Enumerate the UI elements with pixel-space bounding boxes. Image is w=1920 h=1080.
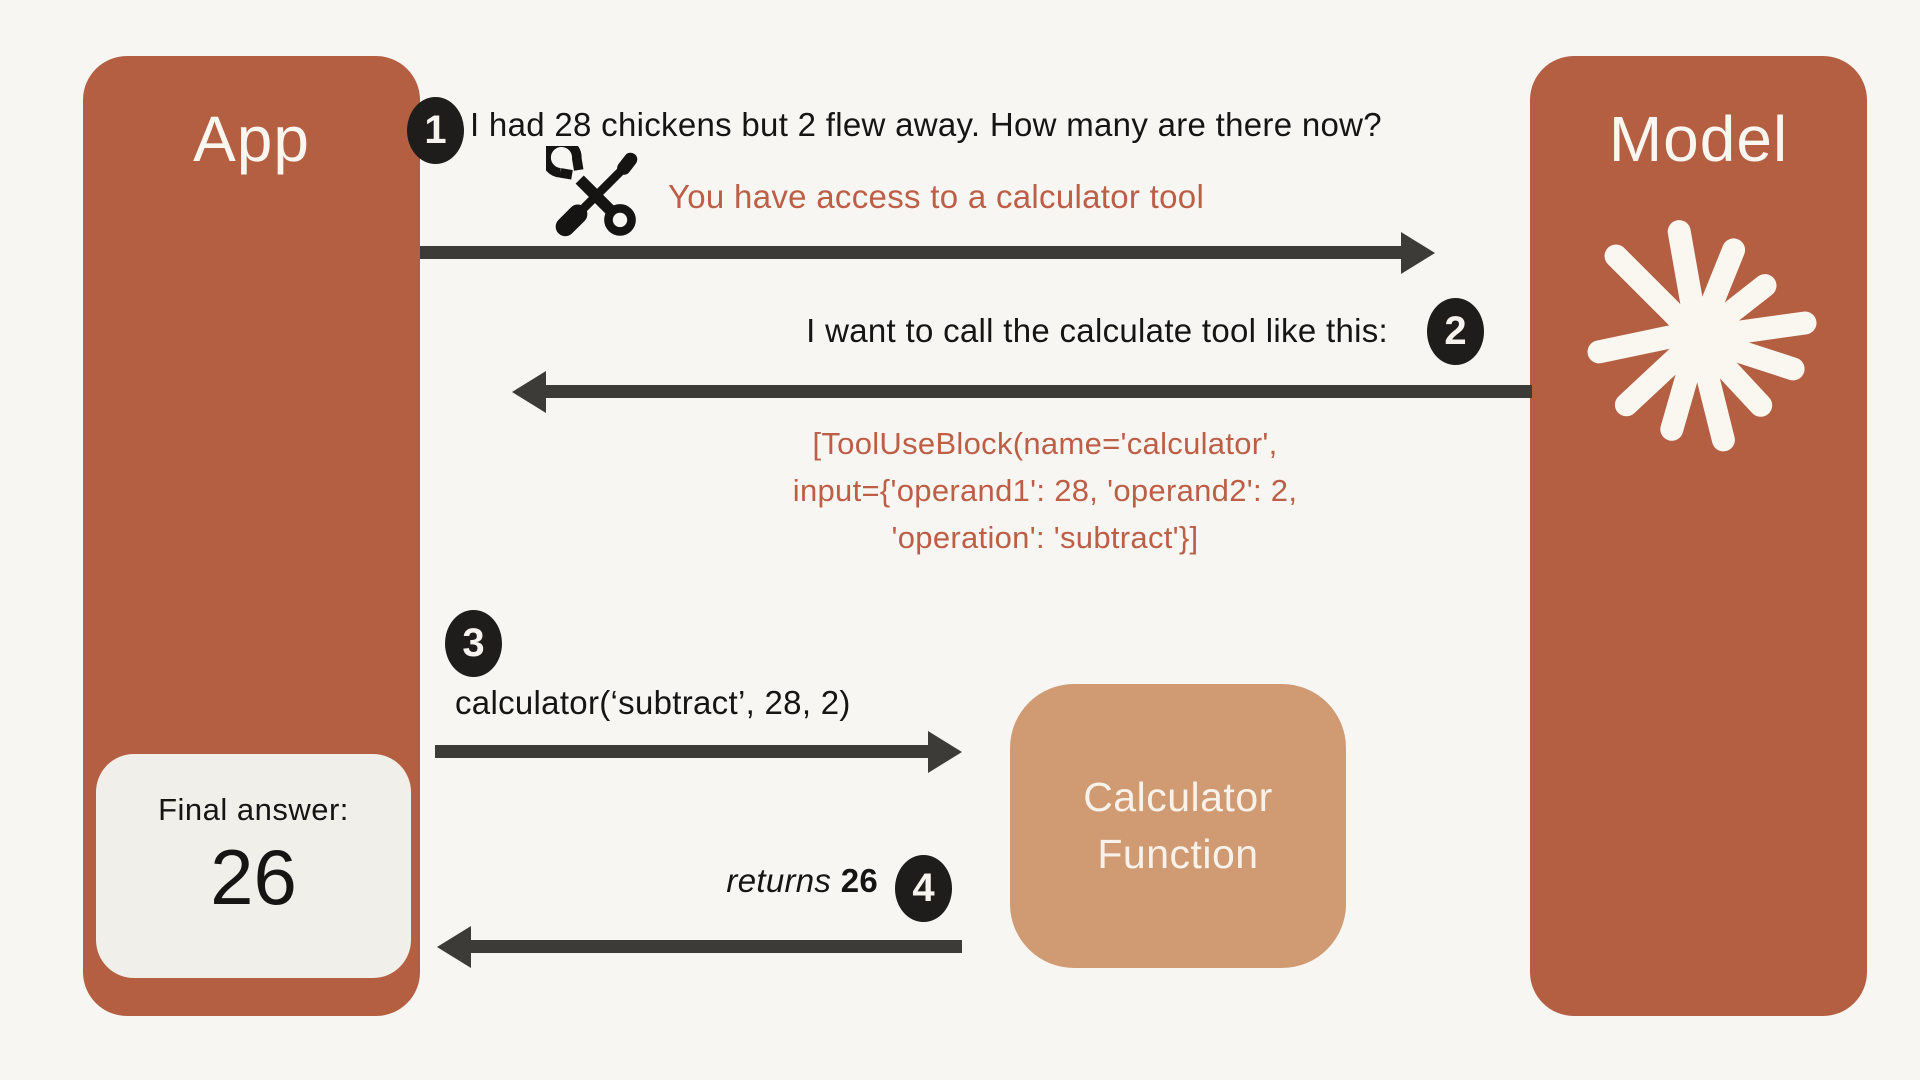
step-4-return-value: 26 bbox=[840, 862, 878, 899]
step-1-message: I had 28 chickens but 2 flew away. How m… bbox=[470, 106, 1382, 143]
app-box: App Final answer: 26 bbox=[83, 56, 420, 1016]
step-2-badge: 2 bbox=[1427, 298, 1484, 365]
arrow-shaft bbox=[465, 940, 962, 953]
calculator-label-line1: Calculator bbox=[1083, 774, 1273, 820]
final-answer-value: 26 bbox=[210, 833, 297, 921]
final-answer-panel: Final answer: 26 bbox=[96, 754, 411, 978]
code-line: input={'operand1': 28, 'operand2': 2, bbox=[792, 473, 1298, 508]
step-1-system-note: You have access to a calculator tool bbox=[668, 178, 1205, 215]
final-answer-label: Final answer: bbox=[158, 792, 349, 827]
step-2-message: I want to call the calculate tool like t… bbox=[806, 312, 1388, 349]
step-3-message: calculator(‘subtract’, 28, 2) bbox=[455, 684, 851, 721]
step-1-badge: 1 bbox=[407, 97, 464, 164]
calculator-label-line2: Function bbox=[1097, 831, 1259, 877]
arrow-shaft bbox=[540, 385, 1532, 398]
starburst-icon bbox=[1587, 220, 1817, 452]
arrow-app-to-calculator bbox=[435, 731, 962, 773]
app-title: App bbox=[193, 103, 310, 175]
arrow-model-to-app bbox=[512, 371, 1532, 413]
arrow-head-right-icon bbox=[928, 731, 962, 773]
step-4-badge: 4 bbox=[895, 855, 952, 922]
step-4-returns-text: returns bbox=[726, 862, 832, 899]
code-line: [ToolUseBlock(name='calculator', bbox=[812, 426, 1278, 461]
step-4-message: returns 26 bbox=[726, 862, 878, 900]
arrow-app-to-model bbox=[420, 232, 1435, 274]
arrow-calculator-to-app bbox=[437, 926, 962, 968]
model-box: Model bbox=[1530, 56, 1867, 1016]
arrow-shaft bbox=[435, 745, 934, 758]
calculator-function-box: Calculator Function bbox=[1010, 684, 1346, 968]
arrow-shaft bbox=[420, 246, 1407, 259]
step-3-badge: 3 bbox=[445, 610, 502, 677]
step-2-tool-use-code: [ToolUseBlock(name='calculator', input={… bbox=[793, 420, 1297, 561]
arrow-head-right-icon bbox=[1401, 232, 1435, 274]
tools-icon bbox=[546, 146, 638, 237]
code-line: 'operation': 'subtract'}] bbox=[891, 520, 1199, 555]
model-title: Model bbox=[1608, 103, 1789, 175]
